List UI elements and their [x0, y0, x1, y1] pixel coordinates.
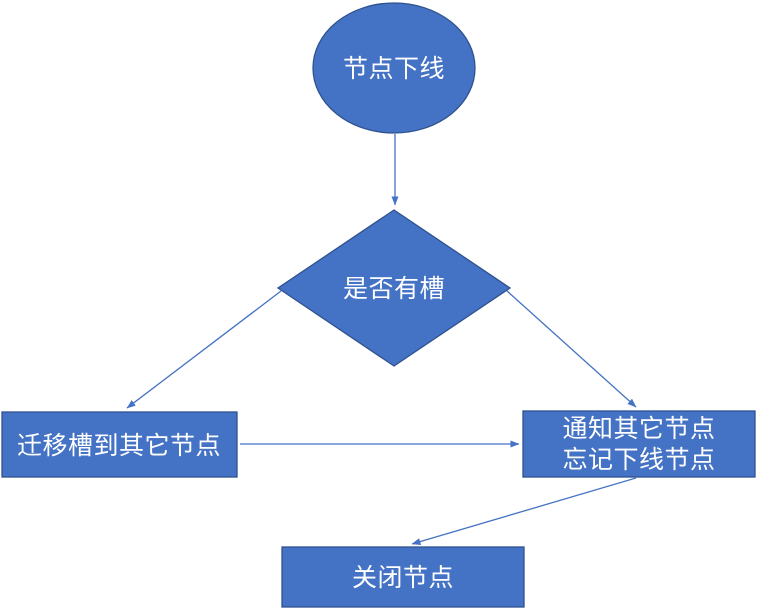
node-notify-label-line2: 忘记下线节点	[562, 446, 715, 474]
node-migrate-rect	[1, 411, 238, 478]
node-decision-diamond	[276, 209, 512, 367]
edge-decision-to-notify	[506, 290, 637, 408]
node-notify-rect	[522, 410, 756, 478]
node-decision-label: 是否有槽	[343, 275, 445, 303]
node-shutdown-label: 关闭节点	[352, 564, 454, 592]
node-notify-label-line1: 通知其它节点	[562, 415, 715, 443]
node-migrate-label: 迁移槽到其它节点	[17, 432, 221, 460]
edge-decision-to-migrate	[126, 290, 282, 409]
edge-notify-to-shutdown	[411, 477, 637, 545]
node-start-label: 节点下线	[343, 55, 445, 83]
node-start-ellipse	[312, 2, 476, 134]
node-shutdown-rect	[281, 546, 525, 608]
